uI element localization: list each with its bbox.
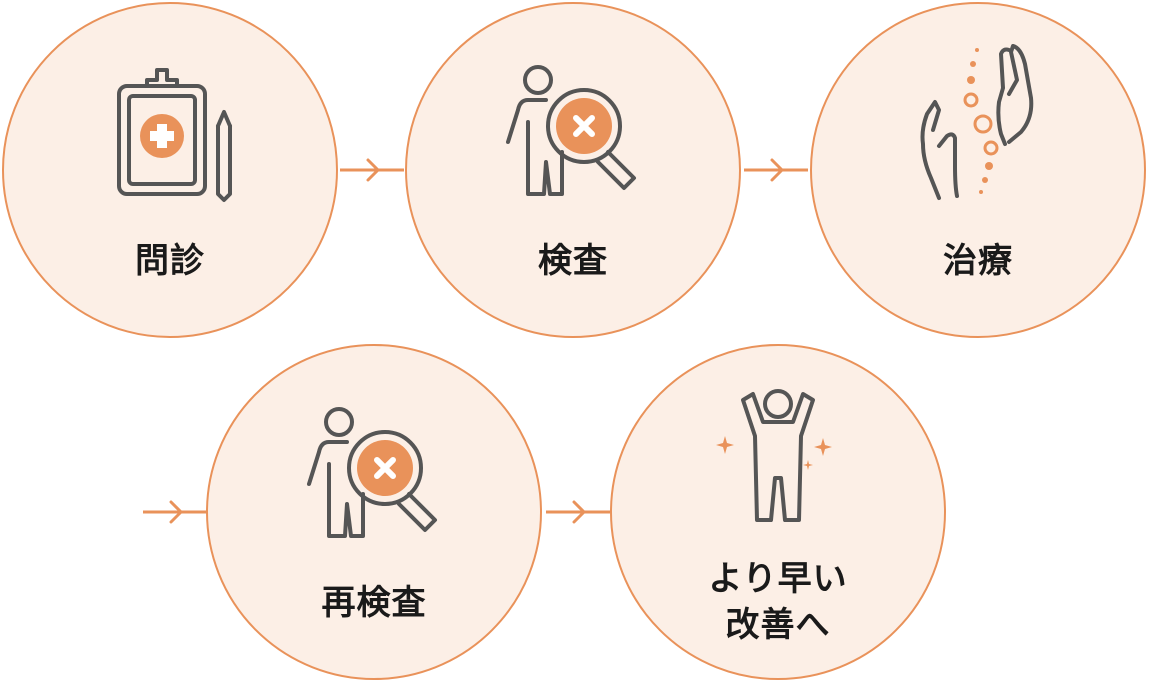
arrow-right-icon xyxy=(340,158,404,182)
hands-spine-icon xyxy=(920,44,1034,200)
step-label: 検査 xyxy=(538,241,608,281)
step-treatment: 治療 xyxy=(810,2,1146,338)
step-label: 再検査 xyxy=(321,583,427,623)
step-label-line: より早い xyxy=(708,559,848,599)
step-label-line: 改善へ xyxy=(725,605,831,645)
step-examination: 検査 xyxy=(405,2,741,338)
arrow-right-icon xyxy=(143,500,207,524)
person-magnifier-icon xyxy=(506,65,636,196)
person-magnifier-icon xyxy=(307,407,437,538)
person-cheering-icon xyxy=(716,389,832,522)
step-faster-improvement: より早い 改善へ xyxy=(610,344,946,680)
arrow-right-icon xyxy=(744,158,808,182)
step-re-examination: 再検査 xyxy=(206,344,542,680)
clipboard-medical-icon xyxy=(117,68,232,202)
step-label: より早い 改善へ xyxy=(612,556,944,648)
step-label: 治療 xyxy=(943,241,1013,281)
step-interview: 問診 xyxy=(2,2,338,338)
step-label: 問診 xyxy=(135,241,205,281)
arrow-right-icon xyxy=(546,500,610,524)
